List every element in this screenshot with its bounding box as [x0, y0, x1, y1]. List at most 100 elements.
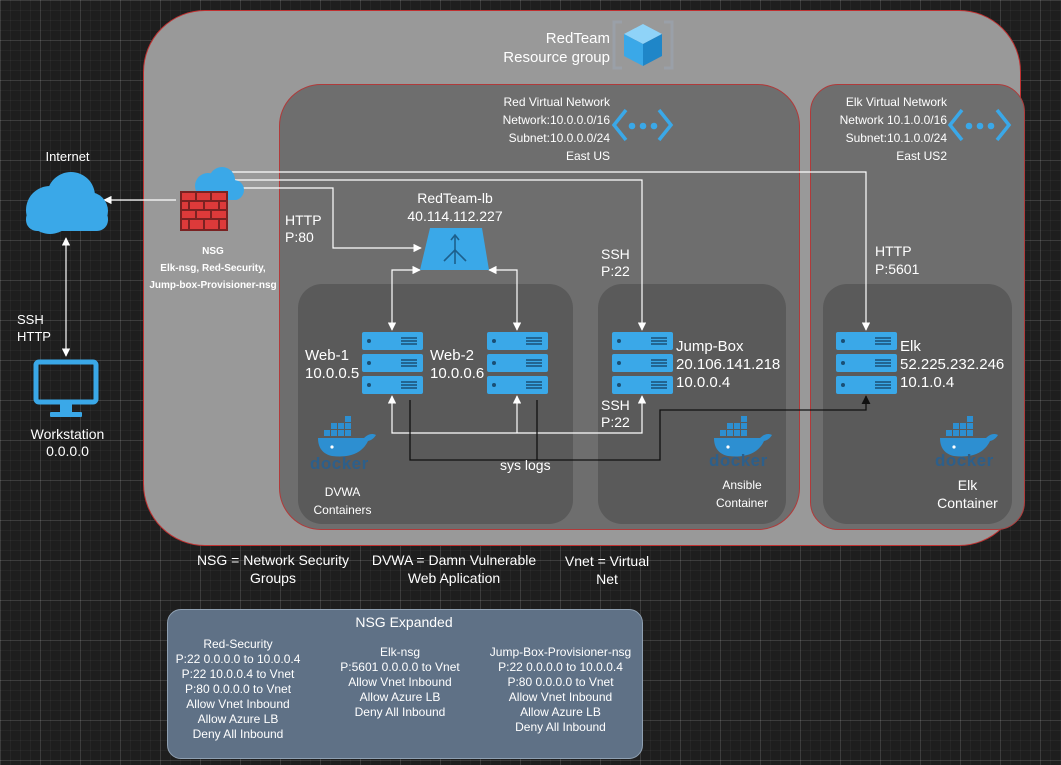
- lb-web2-line: [488, 265, 522, 331]
- docker-wordmark-elk: docker: [935, 451, 994, 470]
- nsg-expanded-panel: [167, 609, 643, 759]
- elk-container-label: Elk Container: [925, 476, 1010, 512]
- legend-nsg-line-1: NSG = Network Security: [196, 552, 350, 568]
- jumpbox-public-ip: 20.106.141.218: [676, 356, 781, 373]
- rule-line: Allow Azure LB: [359, 690, 441, 704]
- legend-dvwa-line-1: DVWA = Damn Vulnerable: [371, 552, 537, 568]
- legend-vnet-line-2: Net: [596, 571, 618, 587]
- ansible-container-name: Ansible: [722, 478, 762, 492]
- ansible-container-label: Ansible Container: [700, 476, 784, 512]
- dvwa-container-type: Containers: [313, 503, 372, 517]
- nsg-title: NSG: [202, 246, 224, 257]
- nsg-line-2: Jump-box-Provisioner-nsg: [149, 280, 277, 291]
- docker-wordmark-ansible: docker: [709, 451, 768, 470]
- lb-ip: 40.114.112.227: [407, 208, 503, 224]
- docker-wordmark-dvwa: docker: [310, 454, 369, 473]
- rule-line: P:22 10.0.0.4 to Vnet: [181, 667, 295, 681]
- nsg-label: NSG Elk-nsg, Red-Security, Jump-box-Prov…: [140, 243, 286, 294]
- elk-http-port-label: HTTP P:5601: [875, 242, 919, 278]
- jumpbox-label: Jump-Box 20.106.141.218 10.0.0.4: [676, 338, 780, 392]
- rule-line: P:22 0.0.0.0 to 10.0.0.4: [498, 660, 623, 674]
- rule-line: P:22 0.0.0.0 to 10.0.0.4: [175, 652, 301, 666]
- jumpbox-ssh-out-port: P:22: [601, 414, 630, 430]
- lb-http-protocol: HTTP: [285, 212, 322, 228]
- elk-container-box: [823, 284, 1012, 524]
- rule-line: Allow Vnet Inbound: [348, 675, 452, 689]
- elk-vnet-label: Elk Virtual Network Network 10.1.0.0/16 …: [800, 93, 947, 165]
- rule-line: P:5601 0.0.0.0 to Vnet: [340, 660, 460, 674]
- workstation-link-label: SSH HTTP: [17, 311, 51, 345]
- elk-container-type: Container: [937, 495, 998, 511]
- lb-web1-line: [387, 265, 421, 331]
- red-vnet-subnet: Subnet:10.0.0.0/24: [508, 131, 610, 145]
- resource-group-title: RedTeam: [545, 30, 610, 47]
- jumpbox-ssh-in-label: SSH P:22: [601, 246, 630, 280]
- rule-line: Allow Azure LB: [197, 712, 279, 726]
- sys-logs-line: [409, 395, 871, 461]
- lb-http-port: P:80: [285, 229, 314, 245]
- legend-dvwa: DVWA = Damn Vulnerable Web Aplication: [363, 551, 545, 587]
- red-vnet-title: Red Virtual Network: [503, 95, 611, 109]
- rule-line: Deny All Inbound: [515, 720, 606, 734]
- lb-http-port-label: HTTP P:80: [285, 212, 322, 246]
- red-vnet-label: Red Virtual Network Network:10.0.0.0/16 …: [440, 93, 610, 165]
- elk-public-ip: 52.225.232.246: [900, 356, 1005, 373]
- web2-name: Web-2: [430, 347, 474, 364]
- ansible-container-type: Container: [715, 496, 769, 510]
- rule-line: Jump-Box-Provisioner-nsg: [489, 645, 632, 659]
- sys-logs-label: sys logs: [500, 457, 551, 473]
- nsg-expanded-title: NSG Expanded: [355, 614, 453, 630]
- elk-http-port: P:5601: [875, 261, 920, 277]
- http-to-lb-line: [226, 187, 422, 253]
- http-to-elk-line: [226, 171, 871, 331]
- nsg-line-1: Elk-nsg, Red-Security,: [160, 263, 266, 274]
- nsg-red-security-rules: Red-Security P:22 0.0.0.0 to 10.0.0.4 P:…: [163, 637, 313, 742]
- rule-line: P:80 0.0.0.0 to Vnet: [184, 682, 292, 696]
- jumpbox-ssh-in-port: P:22: [601, 263, 630, 279]
- legend-vnet: Vnet = Virtual Net: [555, 552, 659, 588]
- rule-line: Allow Azure LB: [520, 705, 601, 719]
- ssh-to-jumpbox-line: [234, 179, 647, 331]
- resource-group-label: RedTeam Resource group: [470, 29, 610, 67]
- web1-ip: 10.0.0.5: [305, 365, 360, 382]
- jumpbox-ssh-out-label: SSH P:22: [601, 397, 630, 431]
- elk-vnet-subnet: Subnet:10.1.0.0/24: [845, 131, 947, 145]
- dvwa-container-label: DVWA Containers: [300, 483, 385, 519]
- web2-ip: 10.0.0.6: [430, 365, 485, 382]
- resource-group-subtitle: Resource group: [503, 49, 610, 66]
- red-vnet-region: East US: [565, 149, 610, 163]
- elk-container-name: Elk: [957, 477, 978, 493]
- rule-line: Deny All Inbound: [192, 727, 284, 741]
- workstation-label: Workstation 0.0.0.0: [10, 426, 125, 460]
- rule-line: Allow Vnet Inbound: [508, 690, 613, 704]
- nsg-jumpbox-rules: Jump-Box-Provisioner-nsg P:22 0.0.0.0 to…: [478, 645, 643, 735]
- nsg-elk-rules: Elk-nsg P:5601 0.0.0.0 to Vnet Allow Vne…: [330, 645, 470, 720]
- web1-label: Web-1 10.0.0.5: [305, 347, 359, 383]
- jumpbox-ssh-out-protocol: SSH: [601, 397, 630, 413]
- workstation-ip: 0.0.0.0: [46, 443, 89, 459]
- rule-line: Elk-nsg: [379, 645, 420, 659]
- dvwa-containers-box: [298, 284, 573, 524]
- dvwa-container-name: DVWA: [324, 485, 361, 499]
- rule-line: Allow Vnet Inbound: [186, 697, 290, 711]
- elk-name: Elk: [900, 338, 921, 355]
- elk-vnet-network: Network 10.1.0.0/16: [839, 113, 947, 127]
- lb-name: RedTeam-lb: [417, 190, 493, 206]
- elk-private-ip: 10.1.0.4: [900, 374, 955, 391]
- web1-name: Web-1: [305, 347, 349, 364]
- elk-http-protocol: HTTP: [875, 243, 912, 259]
- workstation-name: Workstation: [30, 426, 105, 442]
- legend-nsg: NSG = Network Security Groups: [188, 551, 358, 587]
- legend-dvwa-line-2: Web Aplication: [407, 570, 501, 586]
- rule-line: P:80 0.0.0.0 to Vnet: [507, 675, 614, 689]
- elk-vnet-title: Elk Virtual Network: [845, 95, 947, 109]
- elk-label: Elk 52.225.232.246 10.1.0.4: [900, 338, 1004, 392]
- elk-vnet-region: East US2: [896, 149, 947, 163]
- jumpbox-ssh-in-protocol: SSH: [601, 246, 630, 262]
- jumpbox-name: Jump-Box: [676, 338, 744, 355]
- web2-label: Web-2 10.0.0.6: [430, 347, 484, 383]
- internet-label: Internet: [45, 149, 90, 164]
- workstation-link-http: HTTP: [17, 329, 51, 344]
- legend-vnet-line-1: Vnet = Virtual: [564, 553, 650, 569]
- load-balancer-label: RedTeam-lb 40.114.112.227: [390, 189, 520, 225]
